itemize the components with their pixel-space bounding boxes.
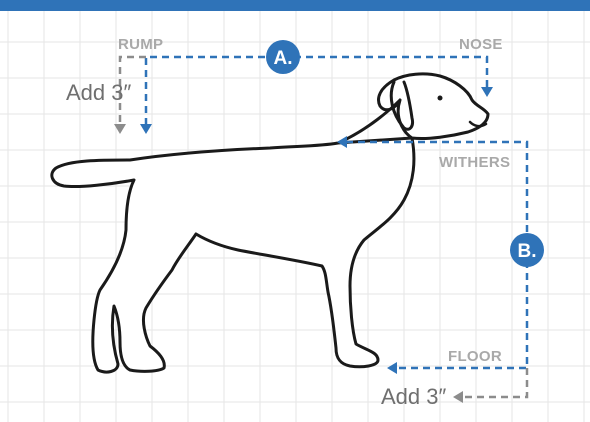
arrow-down-icon: [481, 87, 493, 97]
withers-label: WITHERS: [439, 154, 510, 171]
badge-b-label: B.: [518, 241, 537, 262]
arrow-left-icon: [453, 391, 463, 403]
arrow-left-icon: [387, 362, 397, 374]
badge-a-label: A.: [274, 48, 293, 69]
add-inches-top-label: Add 3″: [66, 80, 131, 105]
badge-b: B.: [510, 233, 544, 267]
rump-label: RUMP: [118, 36, 163, 53]
nose-label: NOSE: [459, 36, 503, 53]
floor-label: FLOOR: [448, 348, 502, 365]
dog-outline: [52, 74, 488, 372]
badge-a: A.: [266, 40, 300, 74]
dog-eye: [438, 96, 443, 101]
arrow-down-icon: [140, 124, 152, 134]
add-inches-bottom-label: Add 3″: [381, 384, 446, 409]
add-extension-bottom-guide: [462, 368, 527, 397]
